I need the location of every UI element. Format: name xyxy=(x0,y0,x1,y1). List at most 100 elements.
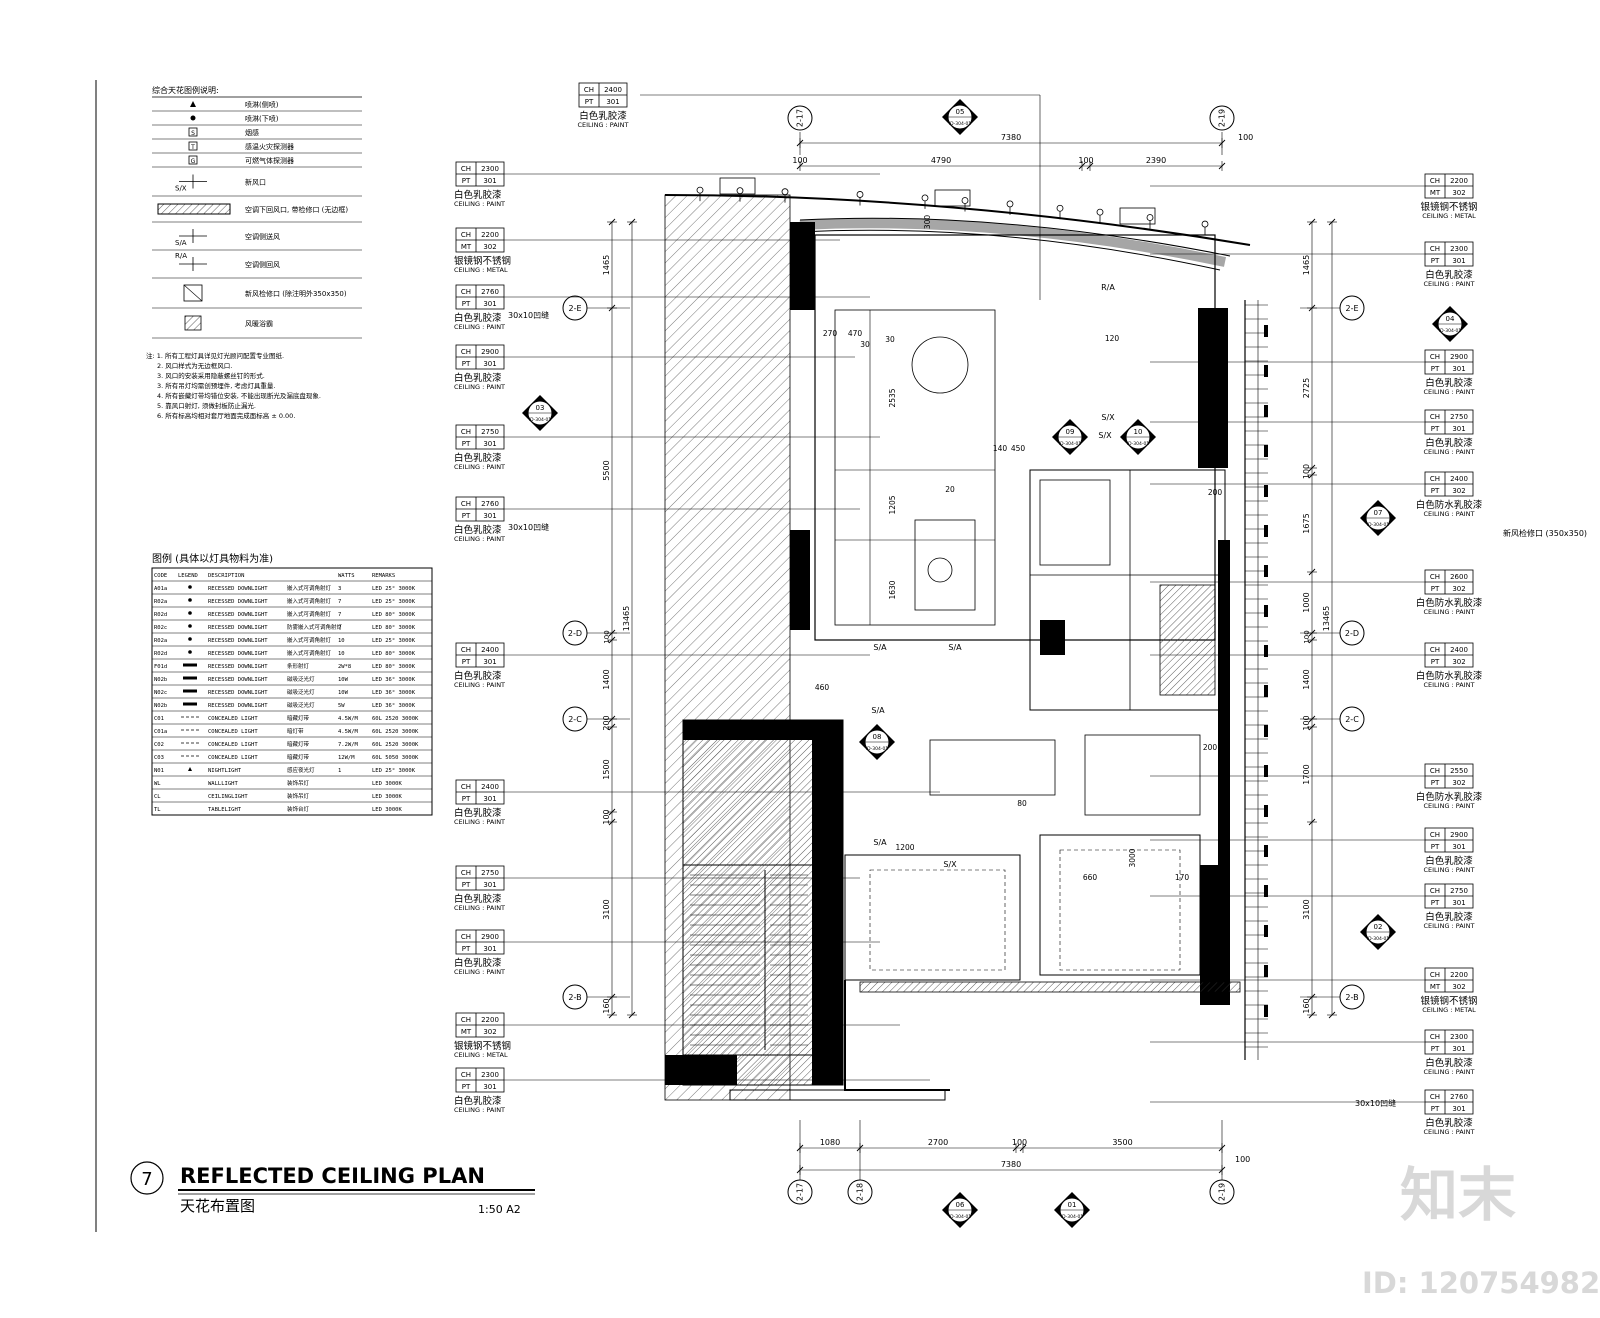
section-markers: 05ID-304-0103ID-304-0109ID-304-0110ID-30… xyxy=(522,99,1468,1228)
dimension-label: 100 xyxy=(602,809,611,824)
table-cell: 装饰台灯 xyxy=(287,805,310,813)
table-cell: 60L 2520 3000K xyxy=(372,729,419,735)
svg-text:302: 302 xyxy=(483,1028,496,1036)
svg-text:PT: PT xyxy=(1431,899,1440,907)
svg-text:CH: CH xyxy=(1430,971,1440,979)
grid-bubble xyxy=(787,105,813,131)
table-cell: 7 xyxy=(338,625,341,631)
hatched-header-band xyxy=(799,218,1227,267)
ceiling-finish: CEILING : PAINT xyxy=(454,818,505,826)
table-cell: CONCEALED LIGHT xyxy=(208,729,258,735)
legend-note: 4. 所有嵌藏灯带均错位安装, 不能出现断光及漏底盘现象. xyxy=(157,391,321,400)
dimension-label: 450 xyxy=(1011,444,1026,453)
svg-text:R/A: R/A xyxy=(175,252,187,260)
dimension-label: 1000 xyxy=(1302,592,1311,612)
ceiling-finish: CEILING : PAINT xyxy=(1423,448,1474,456)
dimension-label: 2390 xyxy=(1146,156,1166,165)
ceiling-material: 银镜钢不锈钢 xyxy=(454,1040,511,1052)
svg-text:2900: 2900 xyxy=(1450,353,1468,361)
grid-label: 2-C xyxy=(1345,715,1359,724)
table-cell: 暗灯带 xyxy=(287,727,304,735)
ceiling-finish: CEILING : PAINT xyxy=(1423,280,1474,288)
svg-text:CH: CH xyxy=(1430,475,1440,483)
svg-text:301: 301 xyxy=(483,177,496,185)
table-cell: 感应夜光灯 xyxy=(287,766,315,774)
bath-heater-icon xyxy=(184,315,202,331)
section-sheet: ID-304-01 xyxy=(949,121,971,127)
table-cell: TABLELIGHT xyxy=(208,807,242,813)
grid-bubble xyxy=(1339,295,1365,321)
svg-text:PT: PT xyxy=(462,300,471,308)
table-cell: LED 36° 3000K xyxy=(372,703,416,709)
dimension-label: 270 xyxy=(823,329,838,338)
section-number: 09 xyxy=(1066,428,1075,436)
svg-text:301: 301 xyxy=(606,98,619,106)
ceiling-finish: CEILING : PAINT xyxy=(1423,1128,1474,1136)
dimension-label: 5500 xyxy=(602,460,611,480)
table-cell: CONCEALED LIGHT xyxy=(208,755,258,761)
svg-text:2750: 2750 xyxy=(1450,413,1468,421)
table-cell: 7 xyxy=(338,612,341,618)
drawing-number-bubble xyxy=(130,1161,164,1195)
svg-text:CH: CH xyxy=(461,288,471,296)
table-cell: RECESSED DOWNLIGHT xyxy=(208,677,268,683)
table-cell: 10W xyxy=(338,677,349,683)
svg-text:CH: CH xyxy=(584,86,594,94)
svg-text:MT: MT xyxy=(1430,189,1441,197)
table-cell: 条形射灯 xyxy=(287,662,310,670)
ceiling-material: 白色乳胶漆 xyxy=(454,1095,502,1107)
svg-text:301: 301 xyxy=(1452,1105,1465,1113)
drawing-scale: 1:50 A2 xyxy=(478,1203,521,1216)
svg-text:2750: 2750 xyxy=(1450,887,1468,895)
dimension-label: 2700 xyxy=(928,1138,948,1147)
gas-detector-icon: G xyxy=(188,155,198,165)
svg-text:2900: 2900 xyxy=(1450,831,1468,839)
section-sheet: ID-304-01 xyxy=(949,1214,971,1220)
legend-note: 2. 风口样式为无边框风口. xyxy=(157,361,232,370)
legend-label: 新风口 xyxy=(245,178,266,187)
table-cell: N02b xyxy=(154,677,167,683)
side-return-icon: R/A xyxy=(175,252,207,271)
dimension-label: 300 xyxy=(923,215,932,230)
dimension-label: 1465 xyxy=(602,255,611,275)
table-cell: 嵌入式可调角射灯 xyxy=(287,636,332,644)
svg-text:PT: PT xyxy=(1431,1105,1440,1113)
dining-table xyxy=(914,519,976,611)
grid-bubble xyxy=(562,620,588,646)
table-cell: NIGHTLIGHT xyxy=(208,768,242,774)
ceiling-finish: CEILING : PAINT xyxy=(1423,802,1474,810)
section-number: 01 xyxy=(1068,1201,1077,1209)
table-cell: LED 25° 3000K xyxy=(372,586,416,592)
svg-text:100: 100 xyxy=(1303,630,1311,643)
svg-text:302: 302 xyxy=(1452,658,1465,666)
svg-text:CH: CH xyxy=(1430,1093,1440,1101)
ceiling-finish: CEILING : PAINT xyxy=(1423,866,1474,874)
dimension-label: 170 xyxy=(1175,873,1190,882)
table-header: LEGEND xyxy=(178,573,198,579)
floor-plan-geometry xyxy=(664,177,1268,1101)
bedroom-2 xyxy=(1039,834,1201,976)
table-cell: 4.5W/M xyxy=(338,716,359,722)
svg-text:CH: CH xyxy=(1430,245,1440,253)
ceiling-material: 白色乳胶漆 xyxy=(454,957,502,969)
table-cell: C01a xyxy=(154,729,167,735)
table-cell: LED 36° 3000K xyxy=(372,677,416,683)
dimension-label: 1200 xyxy=(895,843,914,852)
dimension-label: 30 xyxy=(885,335,895,344)
ceiling-material: 银镜钢不锈钢 xyxy=(1420,995,1477,1007)
table-cell: LED 3000K xyxy=(372,807,402,813)
table-cell: LED 25° 3000K xyxy=(372,638,416,644)
svg-text:PT: PT xyxy=(462,945,471,953)
section-number: 10 xyxy=(1134,428,1143,436)
